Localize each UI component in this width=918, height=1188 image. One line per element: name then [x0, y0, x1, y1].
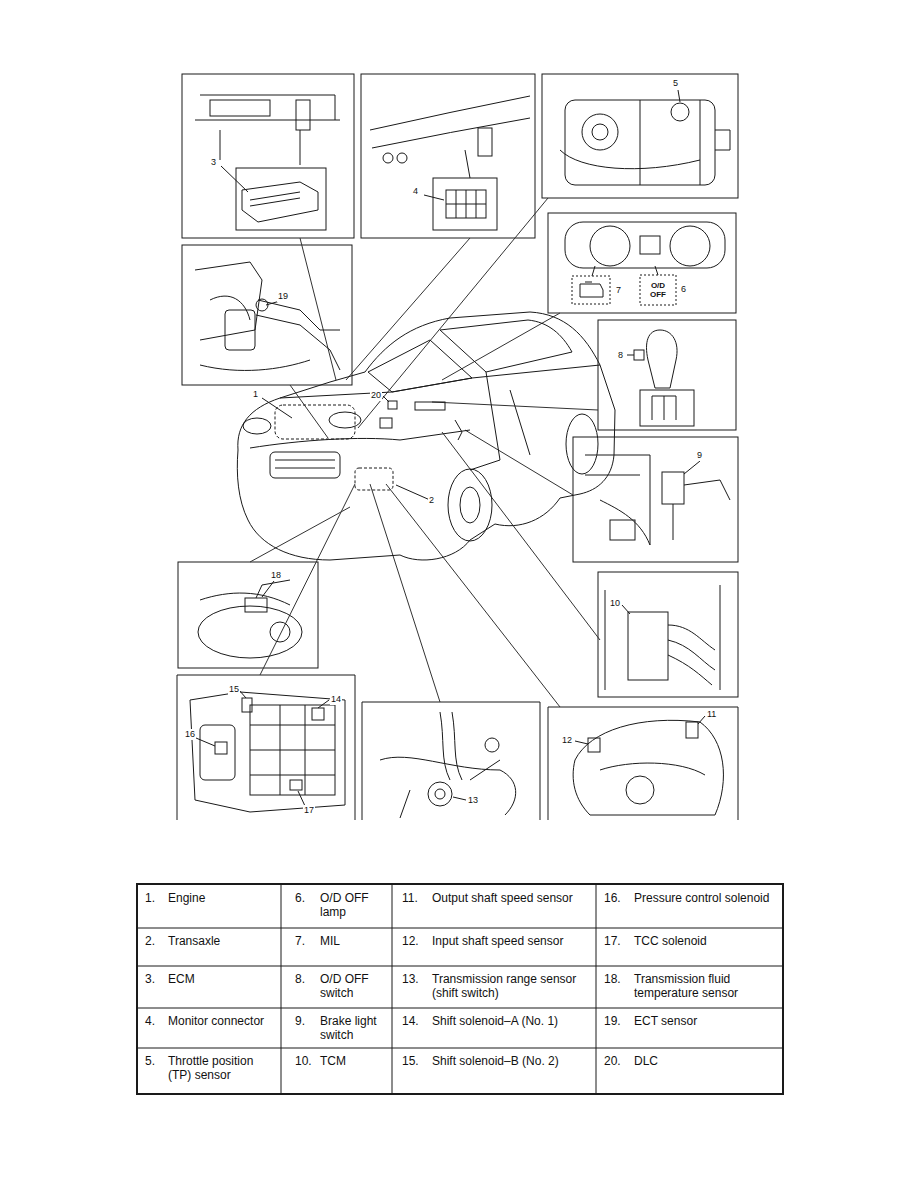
inset-frame	[548, 213, 736, 313]
inset-frame	[361, 74, 535, 238]
callout-number: 19	[277, 291, 289, 302]
callout-number: 18	[270, 570, 282, 581]
callout-number: 3	[210, 157, 217, 168]
inset-frame	[548, 707, 738, 820]
part-name: Pressure control solenoid	[634, 891, 779, 905]
item-number: 9.	[295, 1014, 317, 1028]
part-name: O/D OFF lamp	[320, 891, 388, 919]
callout-number: 9	[696, 450, 703, 461]
ecm-sketch	[195, 95, 340, 230]
item-number: 5.	[145, 1054, 167, 1068]
inset-frame	[178, 562, 318, 668]
part-name: Brake light switch	[320, 1014, 388, 1042]
ect-sensor-sketch	[195, 262, 340, 370]
item-number: 2.	[145, 934, 167, 948]
part-name: O/D OFF switch	[320, 972, 388, 1000]
item-number: 19.	[604, 1014, 626, 1028]
car-outline	[237, 312, 615, 560]
callout-number: 14	[330, 694, 342, 705]
inset-frame	[177, 675, 355, 820]
item-number: 16.	[604, 891, 626, 905]
part-name: Transaxle	[168, 934, 277, 948]
tcm-sketch	[605, 585, 720, 690]
instrument-cluster-sketch	[565, 222, 725, 305]
transaxle-valve-body-sketch	[190, 690, 345, 812]
part-name: Engine	[168, 891, 277, 905]
callout-number: 6	[680, 284, 687, 295]
item-number: 20.	[604, 1054, 626, 1068]
item-number: 13.	[402, 972, 424, 986]
callout-number: 1	[252, 389, 259, 400]
inset-frame	[542, 74, 738, 198]
callout-number: 12	[561, 735, 573, 746]
callout-number: 17	[303, 805, 315, 816]
part-name: MIL	[320, 934, 388, 948]
callout-number: 8	[617, 350, 624, 361]
monitor-connector-sketch	[370, 96, 530, 230]
item-number: 7.	[295, 934, 317, 948]
part-name: Transmission range sensor (shift switch)	[432, 972, 592, 1000]
callout-number: 5	[672, 78, 679, 89]
part-name: Shift solenoid–B (No. 2)	[432, 1054, 592, 1068]
part-name: ECM	[168, 972, 277, 986]
part-name: Throttle position (TP) sensor	[168, 1054, 277, 1082]
part-name: Monitor connector	[168, 1014, 277, 1028]
callout-number: 15	[228, 684, 240, 695]
part-name: Input shaft speed sensor	[432, 934, 592, 948]
shift-lever-sketch	[627, 330, 694, 426]
item-number: 3.	[145, 972, 167, 986]
item-number: 18.	[604, 972, 626, 986]
part-name: Output shaft speed sensor	[432, 891, 592, 905]
part-name: Transmission fluid temperature sensor	[634, 972, 779, 1000]
item-number: 10.	[295, 1054, 317, 1068]
callout-number: 2	[428, 495, 435, 506]
item-number: 6.	[295, 891, 317, 905]
inset-frame	[182, 245, 352, 385]
item-number: 8.	[295, 972, 317, 986]
callout-number: 20	[370, 390, 382, 401]
throttle-body-sketch	[560, 90, 730, 185]
item-number: 17.	[604, 934, 626, 948]
part-name: Shift solenoid–A (No. 1)	[432, 1014, 592, 1028]
part-name: TCC solenoid	[634, 934, 779, 948]
item-number: 4.	[145, 1014, 167, 1028]
part-name: ECT sensor	[634, 1014, 779, 1028]
item-number: 12.	[402, 934, 424, 948]
lamp-text: O/D OFF	[642, 281, 674, 299]
callout-number: 16	[184, 729, 196, 740]
item-number: 15.	[402, 1054, 424, 1068]
part-name: TCM	[320, 1054, 388, 1068]
parts-table-grid	[137, 884, 783, 1094]
part-name: DLC	[634, 1054, 779, 1068]
callout-number: 10	[609, 598, 621, 609]
callout-number: 11	[706, 709, 717, 720]
callout-number: 13	[467, 795, 479, 806]
inset-frame	[598, 320, 736, 430]
inset-frame	[573, 437, 738, 562]
speed-sensors-sketch	[573, 716, 723, 815]
fluid-temp-sensor-sketch	[198, 580, 302, 658]
leader-lines	[250, 198, 600, 707]
item-number: 14.	[402, 1014, 424, 1028]
callout-number: 7	[615, 285, 622, 296]
item-number: 11.	[402, 891, 424, 905]
range-sensor-sketch	[380, 712, 516, 818]
item-number: 1.	[145, 891, 167, 905]
inset-frame	[182, 74, 354, 238]
inset-frame	[598, 572, 738, 697]
brake-switch-sketch	[585, 455, 730, 545]
inset-frame	[362, 702, 540, 820]
callout-number: 4	[412, 186, 419, 197]
